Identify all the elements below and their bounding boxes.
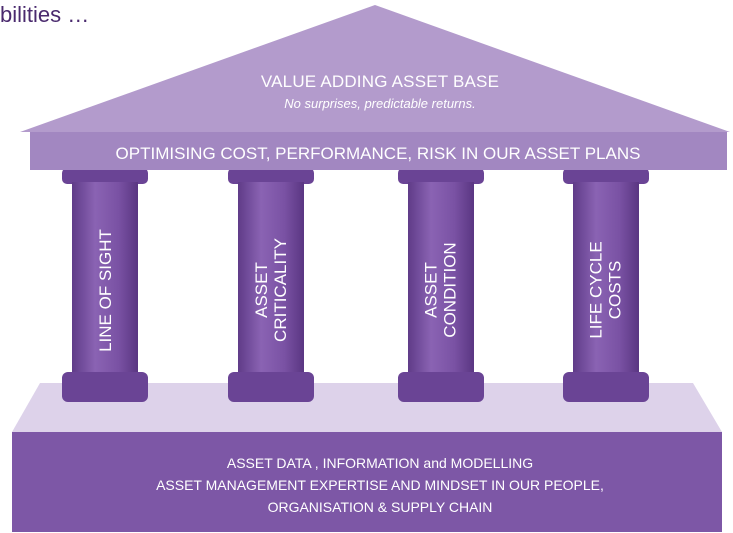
pillar-2 xyxy=(228,168,314,402)
pillar-label-asset-criticality: ASSET CRITICALITY xyxy=(241,160,301,420)
pillar-label-line: CRITICALITY xyxy=(271,238,290,342)
pillar-3 xyxy=(398,168,484,402)
pillar-4 xyxy=(563,168,649,402)
pillar-label-line: CONDITION xyxy=(441,242,461,338)
foundation-block xyxy=(12,432,722,532)
pillar-label-line: ASSET xyxy=(422,262,442,318)
pillar-label-line: LIFE CYCLE xyxy=(587,241,606,339)
pillar-label-line: ASSET xyxy=(252,262,271,318)
pillar-label-line: COSTS xyxy=(606,260,625,320)
beam-text: OPTIMISING COST, PERFORMANCE, RISK IN OU… xyxy=(115,144,641,163)
roof-pediment xyxy=(20,5,730,132)
heading-text: bilities … xyxy=(0,2,90,27)
roof-subtitle: No surprises, predictable returns. xyxy=(284,96,476,111)
base-line-1: ASSET DATA , INFORMATION and MODELLING xyxy=(226,455,534,471)
pillar-label-line-of-sight: LINE OF SIGHT xyxy=(75,160,135,420)
roof-title: VALUE ADDING ASSET BASE xyxy=(260,72,500,91)
pillar-label-line: LINE OF SIGHT xyxy=(95,228,115,352)
pillar-1 xyxy=(62,168,148,402)
base-line-3: ORGANISATION & SUPPLY CHAIN xyxy=(267,499,493,515)
base-line-2: ASSET MANAGEMENT EXPERTISE AND MINDSET I… xyxy=(156,477,604,493)
pillar-label-asset-condition: ASSET CONDITION xyxy=(411,160,471,420)
plinth-top xyxy=(12,383,722,432)
pillar-label-life-cycle-costs: LIFE CYCLE COSTS xyxy=(576,160,636,420)
beam-band xyxy=(30,132,727,170)
